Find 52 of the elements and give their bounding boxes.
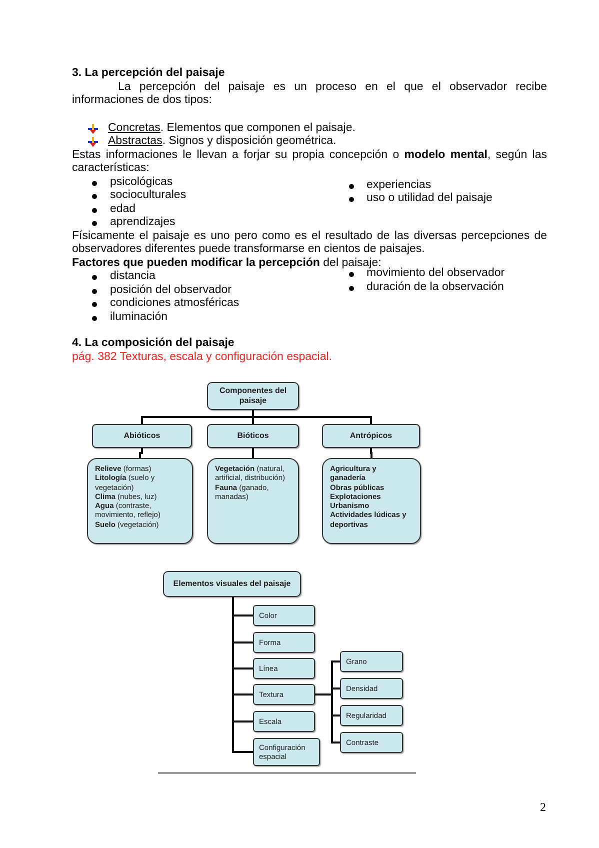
list-item: socioculturales — [110, 189, 186, 202]
box-text: Antrópicos — [350, 430, 392, 442]
connector-line — [252, 410, 372, 424]
box-text: Abióticos — [124, 430, 160, 442]
diagram-box — [253, 632, 315, 653]
paragraph: Estas informaciones le llevan a forjar su propia concepción o modelo mental, según las características: — [72, 148, 547, 174]
diagram-box — [340, 651, 403, 672]
box-text: Bióticos — [237, 430, 269, 442]
paragraph: Factores que pueden modificar la percepción del paisaje: — [72, 256, 382, 268]
list-item: movimiento del observador — [366, 267, 505, 280]
definition-text: . Elementos que componen el paisaje. — [160, 122, 356, 134]
list-item: iluminación — [110, 310, 168, 324]
diagram-box — [207, 382, 299, 410]
diagram-box — [253, 658, 315, 679]
term-text: Concretas — [108, 122, 160, 134]
diagram-box — [87, 458, 193, 544]
list-item: psicológicas — [110, 176, 173, 189]
diagram-box — [92, 424, 192, 448]
diagram-box — [163, 571, 301, 597]
diagram-box — [207, 458, 299, 544]
list-item: duración de la observación — [366, 280, 504, 294]
diagram-box — [253, 738, 320, 766]
connector-line — [139, 448, 143, 458]
list-item: aprendizajes — [110, 216, 176, 230]
list-item: condiciones atmosféricas — [110, 297, 240, 310]
paragraph: La percepción del paisaje es un proceso en el que el observador recibe informaciones de dos tipos: — [72, 80, 547, 106]
diagram-box — [340, 732, 403, 753]
section-heading: 3. La percepción del paisaje — [72, 67, 225, 79]
page-number: 2 — [540, 800, 546, 814]
diagram-box — [322, 424, 420, 448]
connector-line — [232, 597, 253, 753]
section-heading: 4. La composición del paisaje — [72, 337, 234, 349]
diagram-box — [253, 684, 315, 705]
paragraph: Físicamente el paisaje es uno pero como es el resultado de las diversas percepciones de observadores diferentes puede transformarse en cientos de paisajes. — [72, 230, 547, 255]
box-text: Componentes del paisaje — [218, 386, 288, 406]
reference-note: pág. 382 Texturas, escala y configuración espacial. — [72, 350, 332, 362]
list-item: experiencias — [366, 178, 432, 192]
definition-text: . Signos y disposición geométrica. — [162, 135, 336, 147]
list-item: posición del observador — [110, 284, 232, 297]
term-text: Abstractas — [108, 135, 162, 147]
connector-line — [252, 448, 254, 458]
connector-line — [370, 448, 372, 458]
box-text: Elementos visuales del paisaje — [173, 579, 291, 589]
diagram-box — [340, 678, 403, 699]
diagram-box — [207, 424, 299, 448]
list-item: uso o utilidad del paisaje — [366, 192, 492, 206]
diagram-box — [253, 605, 315, 626]
diagram-box — [322, 458, 421, 544]
list-item: distancia — [110, 270, 156, 284]
diagram-box — [253, 711, 315, 732]
diagram-box — [340, 705, 403, 726]
list-item: edad — [110, 202, 136, 216]
